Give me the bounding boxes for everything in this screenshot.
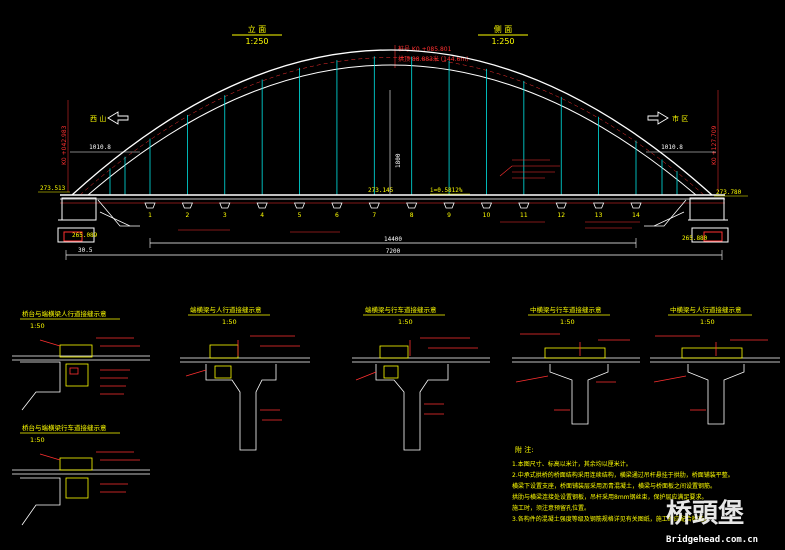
note-line: 3.各构件的混凝土强度等级及钢筋规格详见有关图纸，施工时应配合检查。 (512, 515, 710, 523)
hanger-number: 3 (223, 212, 227, 219)
note-line: 2.中承式拱桥的桥面结构采用连续结构，横梁通过吊杆悬挂于拱肋，桥面铺装平整。 (512, 471, 734, 479)
detail-1-drawing (12, 337, 150, 411)
hanger-number: 13 (595, 212, 603, 219)
note-line: 1.本图尺寸、标高以米计，其余均以厘米计。 (512, 460, 632, 468)
note-line: 横梁下设置支座，桥面铺装层采用沥青混凝土，横梁与桥面板之间设置钢筋。 (512, 482, 716, 490)
cross-beam (293, 202, 306, 209)
hanger-number: 10 (483, 212, 491, 219)
detail-2-drawing (180, 335, 310, 451)
side-scale: 1:250 (491, 37, 514, 46)
detail-5-drawing (650, 335, 780, 425)
detail-scale-5: 1:50 (700, 318, 715, 326)
hanger-number: 14 (632, 212, 640, 219)
cross-beam (181, 202, 193, 209)
cross-beam (555, 202, 567, 209)
crown-station: 桩号 K0 +085.801 (398, 45, 452, 53)
center-elevation: 273.145 (368, 187, 394, 194)
elevation-scale: 1:250 (245, 37, 268, 46)
cross-beam (144, 202, 156, 209)
note-line: 施工时，须注意预留孔位置。 (512, 504, 590, 512)
side-title: 侧 面 (494, 24, 513, 34)
right-dimension: 1010.8 (661, 144, 683, 151)
left-small-dimension: 30.5 (78, 247, 93, 254)
cross-beam (406, 202, 418, 209)
left-station: K0 +042.983 (61, 125, 68, 165)
overall-length-dimension: 7200 (386, 248, 401, 255)
right-end-elevation: 273.780 (716, 189, 742, 196)
left-dimension: 1010.8 (89, 144, 111, 151)
hanger-number: 1 (148, 212, 152, 219)
cross-beam (518, 202, 530, 209)
right-abutment (688, 197, 729, 243)
hanger-number: 5 (298, 212, 302, 219)
arch-springing-right (644, 199, 687, 227)
left-abutment (57, 197, 97, 243)
detail-scale-3: 1:50 (398, 318, 413, 326)
arch-springing-left (97, 199, 140, 227)
detail-title-5: 中横梁与人行道接缝示意 (670, 305, 742, 314)
elevation-title: 立 面 (248, 24, 267, 34)
hanger-number: 11 (520, 212, 528, 219)
cross-beam (256, 202, 268, 209)
detail-title-1: 桥台与端横梁人行道接缝示意 (22, 309, 107, 318)
watermark-logo: 桥頭堡 (666, 498, 744, 529)
hanger-group (109, 56, 678, 195)
right-station: K0 +127.709 (711, 125, 718, 165)
detail-4-drawing (512, 333, 640, 425)
detail-title-4: 中横梁与行车道接缝示意 (530, 305, 602, 314)
hanger-number: 4 (260, 212, 264, 219)
hanger-number: 2 (185, 212, 189, 219)
slope-note: i=0.5812% (430, 187, 463, 194)
left-direction-arrow: 西 山 (90, 111, 129, 125)
arch-rise: 1800 (395, 153, 402, 168)
cross-beam (219, 202, 231, 209)
notes-lines: 1.本图尺寸、标高以米计，其余均以厘米计。 2.中承式拱桥的桥面结构采用连续结构，… (512, 460, 734, 523)
left-direction-label: 西 山 (90, 114, 106, 123)
total-span-dimension: 14400 (384, 236, 402, 243)
hanger-number: 8 (410, 212, 414, 219)
detail-6-drawing (12, 451, 150, 526)
right-bottom-elevation: 265.880 (682, 235, 708, 242)
notes-heading: 附 注: (515, 445, 534, 454)
detail-scale-4: 1:50 (560, 318, 575, 326)
left-bottom-elevation: 265.089 (72, 232, 98, 239)
crown-elevation: 拱顶 88.883米 (144.6m) (398, 55, 469, 63)
right-direction-arrow: 市 区 (647, 111, 688, 125)
detail-title-6: 桥台与端横梁行车道接缝示意 (22, 423, 107, 432)
hanger-number: 6 (335, 212, 339, 219)
detail-scale-6: 1:50 (30, 436, 45, 444)
cross-beam (443, 202, 455, 209)
detail-scale-1: 1:50 (30, 322, 45, 330)
hanger-number: 7 (372, 212, 376, 219)
arch-rib (71, 49, 713, 196)
detail-scale-2: 1:50 (222, 318, 237, 326)
cross-beam (593, 202, 605, 209)
note-line: 拱肋与横梁连接处设置钢板，吊杆采用8mm钢丝束，保护层应满足要求。 (512, 493, 708, 501)
detail-title-3: 端横梁与行车道接缝示意 (365, 305, 437, 314)
detail-title-2: 端横梁与人行道接缝示意 (190, 305, 262, 314)
detail-3-drawing (352, 337, 490, 451)
leader-annotations (178, 159, 640, 233)
hanger-number: 12 (557, 212, 565, 219)
hanger-number: 9 (447, 212, 451, 219)
bridge-deck (60, 194, 725, 204)
right-direction-label: 市 区 (672, 114, 688, 123)
left-end-elevation: 273.513 (40, 185, 66, 192)
cross-beam (331, 202, 343, 209)
cross-beam (480, 202, 493, 209)
watermark-url: Bridgehead.com.cn (666, 534, 758, 545)
cross-beam (630, 202, 642, 209)
cross-beam (368, 202, 380, 209)
